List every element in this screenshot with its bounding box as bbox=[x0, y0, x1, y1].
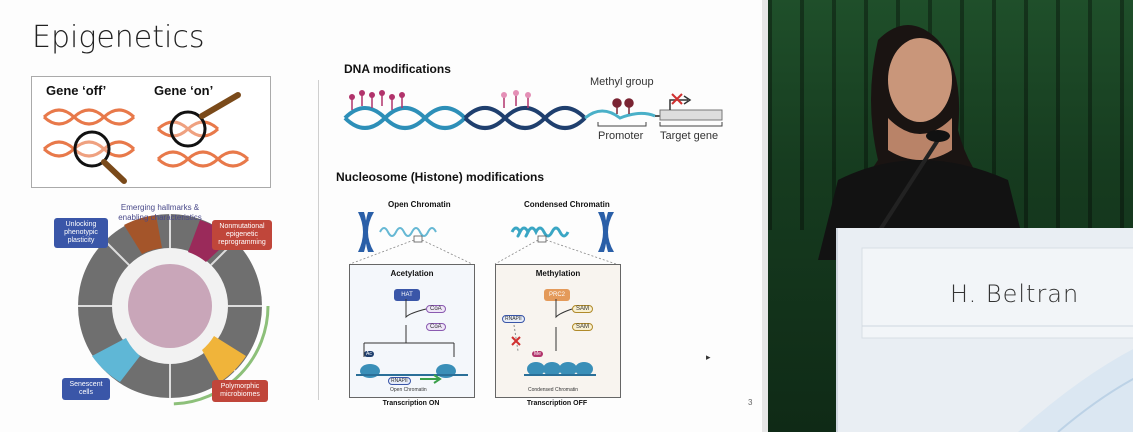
ac-marker: Ac bbox=[364, 351, 374, 357]
coa-label-1: CoA bbox=[426, 305, 446, 313]
gene-on-label: Gene ‘on’ bbox=[154, 83, 214, 98]
magnifier-icon-on bbox=[169, 92, 241, 148]
acetylation-diagram bbox=[356, 299, 468, 384]
acetylation-panel: Acetylation HAT CoA CoA Ac RNAPII Open C… bbox=[349, 264, 475, 398]
target-gene-label: Target gene bbox=[660, 130, 719, 142]
rnapii-label-condensed: RNAPII bbox=[502, 315, 525, 323]
me-marker: Me bbox=[532, 351, 543, 357]
methyl-group-label: Methyl group bbox=[590, 76, 654, 88]
sam-label-2: SAM bbox=[572, 323, 594, 331]
panel-gap bbox=[762, 0, 768, 432]
tag-unlocking: Unlocking phenotypic plasticity bbox=[54, 218, 108, 248]
prc2-badge: PRC2 bbox=[544, 289, 570, 301]
chromosome-icon-open bbox=[358, 212, 374, 252]
open-chromatin-title: Open Chromatin bbox=[388, 200, 451, 209]
zoom-guides bbox=[349, 240, 617, 265]
dna-strand-illustration bbox=[343, 90, 723, 130]
mouse-cursor-icon: ▸ bbox=[706, 352, 711, 362]
condensed-chromatin-title: Condensed Chromatin bbox=[524, 200, 610, 209]
gene-dna-illustration bbox=[42, 92, 250, 184]
gene-panel: Gene ‘off’ Gene ‘on’ bbox=[31, 76, 271, 188]
podium bbox=[836, 228, 1133, 432]
rnapii-label-open: RNAPII bbox=[388, 377, 411, 385]
hallmarks-center-title: Emerging hallmarks & enabling characteri… bbox=[118, 203, 202, 222]
slide-title: Epigenetics bbox=[32, 20, 205, 55]
podium-decoration bbox=[861, 247, 1133, 432]
hat-badge: HAT bbox=[394, 289, 420, 301]
dna-heading: DNA modifications bbox=[344, 62, 451, 76]
transcription-on-label: Transcription ON bbox=[382, 400, 440, 407]
chromosome-icon-condensed bbox=[598, 212, 614, 252]
methylation-diagram bbox=[511, 299, 596, 376]
presentation-slide: Epigenetics Gene ‘off’ Gene ‘on’ bbox=[0, 0, 762, 432]
condensed-chromatin-caption: Condensed Chromatin bbox=[528, 387, 579, 393]
tag-nonmutational: Nonmutational epigenetic reprogramming bbox=[212, 220, 272, 250]
methylation-label: Methylation bbox=[535, 269, 581, 278]
coa-label-2: CoA bbox=[426, 323, 446, 331]
nucleosome-heading: Nucleosome (Histone) modifications bbox=[336, 170, 545, 184]
column-divider bbox=[318, 80, 319, 400]
sam-label-1: SAM bbox=[572, 305, 594, 313]
slide-page-number: 3 bbox=[748, 398, 753, 407]
tag-polymorphic: Polymorphic microbiomes bbox=[212, 380, 268, 402]
tag-senescent: Senescent cells bbox=[62, 378, 110, 400]
acetylation-label: Acetylation bbox=[390, 269, 434, 278]
open-chromatin-caption: Open Chromatin bbox=[390, 387, 427, 393]
transcription-off-label: Transcription OFF bbox=[526, 400, 588, 407]
chromatin-illustrations bbox=[358, 212, 614, 252]
promoter-label: Promoter bbox=[598, 130, 644, 142]
methylation-panel: Methylation PRC2 SAM SAM RNAPII Me Conde… bbox=[495, 264, 621, 398]
podium-name-label: H. Beltran bbox=[950, 280, 1080, 308]
magnifier-icon-off bbox=[73, 130, 127, 184]
gene-off-label: Gene ‘off’ bbox=[46, 83, 107, 98]
